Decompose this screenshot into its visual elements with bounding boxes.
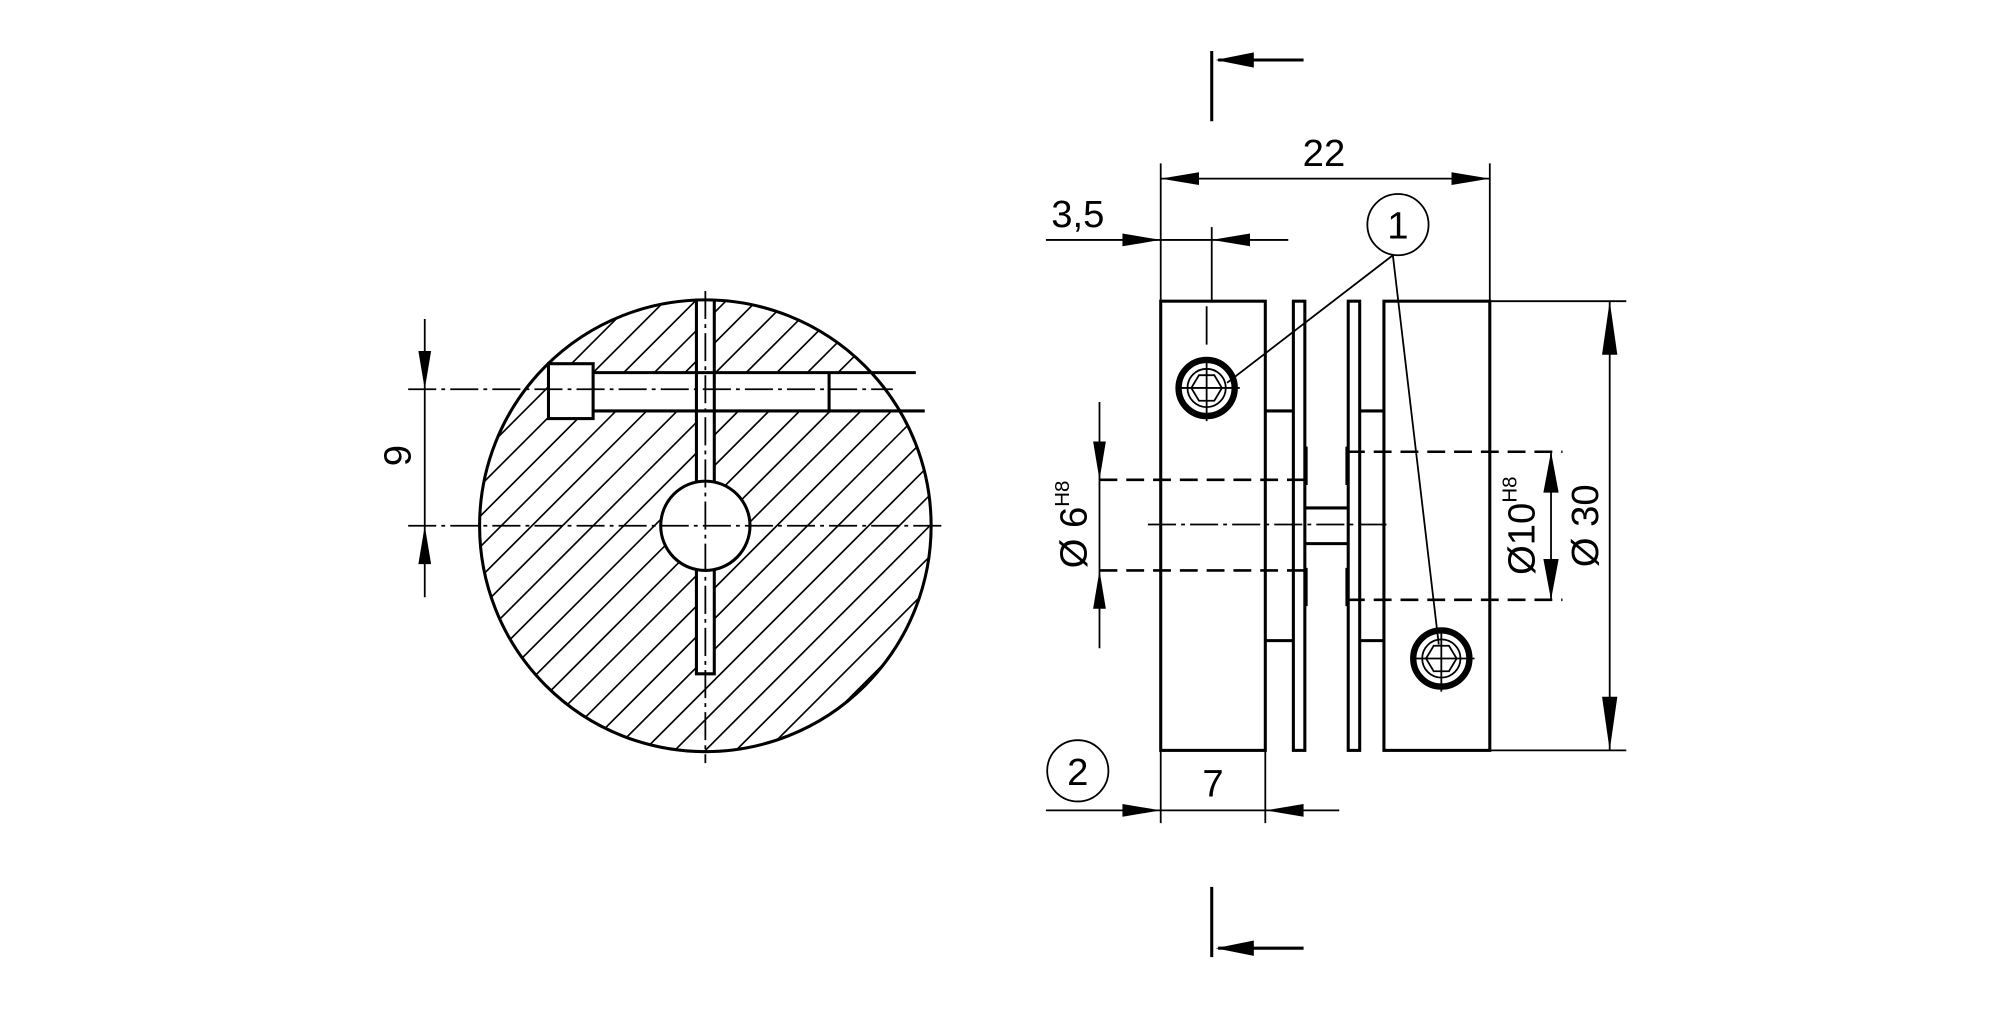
side-view: 22 3,5 7 Ø 6H8 Ø10H8 Ø 30 1 2	[1045, 51, 1627, 958]
dim-7-label: 7	[1202, 762, 1223, 805]
screw-bore	[593, 371, 925, 413]
hatch-line	[479, 299, 696, 752]
screw-1	[1175, 306, 1240, 422]
dim-d30-label: Ø 30	[1564, 484, 1607, 567]
hatch-line	[521, 299, 932, 752]
hatch-line	[612, 299, 932, 752]
hatch-line	[479, 299, 666, 752]
disk-right	[1346, 299, 1362, 752]
hatch-line	[735, 299, 932, 752]
section-markers	[1210, 51, 1304, 958]
balloon-2	[1046, 739, 1110, 803]
spacers	[1265, 409, 1384, 643]
centerlines	[408, 290, 944, 764]
dim-3-5-line	[1045, 227, 1289, 300]
hatch-line	[479, 299, 727, 752]
right-hub	[1382, 299, 1492, 752]
screw-2	[1410, 627, 1475, 692]
bore-hidden-lines	[1099, 450, 1563, 602]
balloon-1	[1366, 193, 1430, 257]
hatch-line	[704, 299, 932, 752]
dim-d6-label: Ø 6H8	[1052, 481, 1096, 569]
screw-head	[546, 362, 595, 421]
disk-left	[1291, 299, 1307, 752]
dim-d10-label: Ø10H8	[1500, 477, 1544, 575]
left-hub	[1159, 299, 1267, 752]
hatch-line	[0, 271, 450, 781]
hatch-line	[888, 299, 932, 752]
balloon-1-leaders	[1226, 254, 1440, 645]
hatch-line	[919, 299, 932, 752]
dim-3-5-label: 3,5	[1051, 193, 1104, 236]
balloon-1-label: 1	[1387, 205, 1408, 248]
dim-9-label: 9	[377, 445, 420, 466]
balloon-2-label: 2	[1067, 751, 1088, 794]
dim-22-label: 22	[1303, 132, 1346, 175]
section-view: 9	[0, 271, 944, 781]
